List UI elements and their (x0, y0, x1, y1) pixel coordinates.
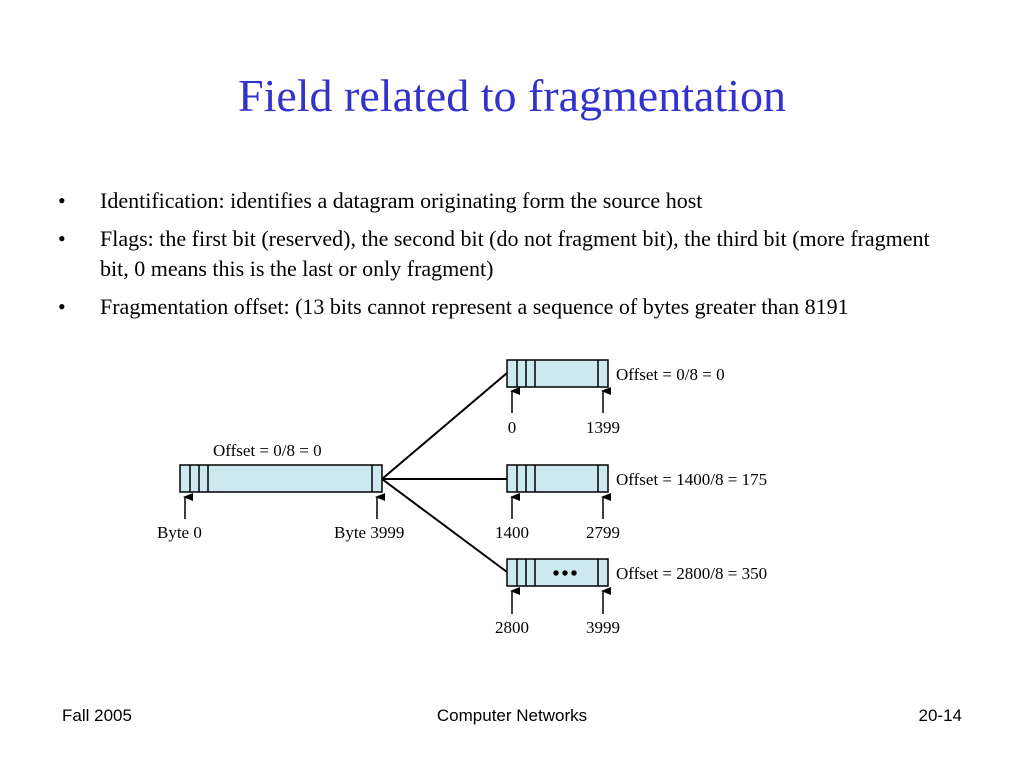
fragment-end-label: 2799 (586, 523, 620, 542)
bullet-dot: • (58, 226, 66, 251)
fragment-offset-label: Offset = 2800/8 = 350 (616, 564, 767, 583)
bullet-item: • Flags: the first bit (reserved), the s… (58, 224, 958, 284)
bullet-text: Identification: identifies a datagram or… (100, 188, 703, 213)
fragment-box (506, 464, 609, 493)
bullet-list: • Identification: identifies a datagram … (58, 186, 958, 330)
fragment-start-label: 1400 (495, 523, 529, 542)
bullet-dot: • (58, 294, 66, 319)
start-byte-label: Byte 0 (157, 523, 202, 542)
fragment-3: ••• Offset = 2800/8 = 350 2800 3999 (495, 558, 767, 637)
fragment-end-label: 3999 (586, 618, 620, 637)
bullet-text: Fragmentation offset: (13 bits cannot re… (100, 294, 849, 319)
bullet-text: Flags: the first bit (reserved), the sec… (100, 226, 930, 281)
slide-title: Field related to fragmentation (238, 70, 786, 121)
fragment-box (506, 558, 609, 587)
fragment-start-label: 0 (508, 418, 517, 437)
fragment-box (506, 359, 609, 388)
footer-page-number: 20-14 (918, 706, 962, 725)
fragment-end-label: 1399 (586, 418, 620, 437)
original-datagram-box (179, 464, 383, 493)
fanout-line (381, 478, 508, 573)
fragment-start-label: 2800 (495, 618, 529, 637)
ellipsis-icon: ••• (552, 563, 579, 585)
fanout-line (381, 372, 508, 480)
fragment-offset-label: Offset = 1400/8 = 175 (616, 470, 767, 489)
bullet-item: • Identification: identifies a datagram … (58, 186, 958, 216)
bullet-dot: • (58, 188, 66, 213)
end-byte-label: Byte 3999 (334, 523, 404, 542)
footer-course: Computer Networks (436, 706, 588, 725)
fragment-offset-label: Offset = 0/8 = 0 (616, 365, 725, 384)
fragment-1: Offset = 0/8 = 0 0 1399 (506, 359, 725, 437)
footer-date: Fall 2005 (62, 706, 132, 725)
original-datagram: Offset = 0/8 = 0 Byte 0 Byte 3999 (157, 441, 404, 542)
original-offset-label: Offset = 0/8 = 0 (213, 441, 322, 460)
fragment-2: Offset = 1400/8 = 175 1400 2799 (495, 464, 767, 542)
bullet-item: • Fragmentation offset: (13 bits cannot … (58, 292, 958, 322)
